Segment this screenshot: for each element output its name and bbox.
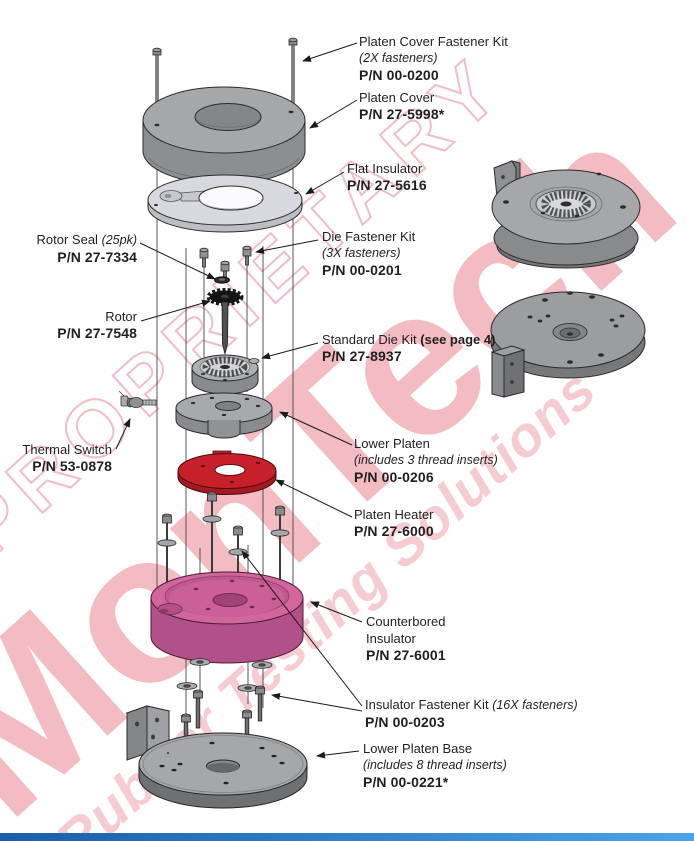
part-title-text: Standard Die Kit	[322, 332, 417, 347]
part-number: P/N 27-6001	[366, 647, 446, 663]
part-number: P/N 00-0200	[359, 67, 439, 83]
part-title: Platen Heater	[354, 507, 434, 522]
label-platen-cover-fastener-kit: Platen Cover Fastener Kit (2X fasteners)…	[359, 33, 508, 84]
part-title: Platen Cover Fastener Kit	[359, 34, 508, 49]
label-standard-die-kit: Standard Die Kit (see page 4) P/N 27-893…	[322, 331, 495, 365]
label-counterbored-insulator: Counterbored Insulator P/N 27-6001	[366, 613, 446, 664]
part-title: Rotor Seal (25pk)	[20, 231, 137, 249]
flat-insulator-part	[147, 174, 303, 233]
label-lower-platen: Lower Platen (includes 3 thread inserts)…	[354, 435, 498, 486]
part-number: P/N 00-0201	[322, 262, 402, 278]
die-fastener-bolts	[199, 245, 252, 281]
platen-heater-part	[177, 450, 277, 495]
part-title: Standard Die Kit (see page 4)	[322, 331, 495, 348]
thermal-switch-part	[118, 390, 157, 408]
part-note: (25pk)	[101, 233, 137, 247]
label-lower-platen-base: Lower Platen Base (includes 8 thread ins…	[363, 740, 507, 791]
part-number: P/N 00-0206	[354, 469, 434, 485]
part-title: Insulator Fastener Kit (16X fasteners)	[365, 696, 578, 714]
part-title: Lower Platen Base	[363, 741, 473, 756]
footer-accent-bar	[0, 833, 694, 841]
part-number: P/N 00-0203	[365, 714, 445, 730]
assembled-view-top	[491, 160, 641, 269]
part-number: P/N 53-0878	[32, 458, 112, 474]
part-title-text: Insulator Fastener Kit	[365, 697, 489, 712]
part-note: (includes 8 thread inserts)	[363, 758, 507, 772]
part-number: P/N 27-8937	[322, 348, 402, 364]
part-title: Counterbored	[366, 614, 446, 629]
standard-die-part	[191, 354, 260, 395]
label-flat-insulator: Flat Insulator P/N 27-5616	[347, 160, 427, 194]
part-number: P/N 27-7548	[57, 325, 137, 341]
part-number: P/N 27-5616	[347, 177, 427, 193]
part-title: Platen Cover	[359, 90, 435, 105]
leader-lines	[115, 42, 363, 759]
part-title: Rotor	[105, 309, 137, 324]
part-title: Insulator	[366, 631, 416, 646]
part-title: Flat Insulator	[347, 161, 423, 176]
rotor-part	[206, 288, 244, 355]
label-die-fastener-kit: Die Fastener Kit (3X fasteners) P/N 00-0…	[322, 228, 415, 279]
assembled-view-bottom	[490, 291, 646, 398]
label-rotor-seal: Rotor Seal (25pk) P/N 27-7334	[20, 231, 137, 266]
part-note: (2X fasteners)	[359, 51, 438, 65]
label-platen-heater: Platen Heater P/N 27-6000	[354, 506, 434, 540]
lower-platen-part	[175, 392, 273, 439]
label-insulator-fastener-kit: Insulator Fastener Kit (16X fasteners) P…	[365, 696, 578, 731]
part-note: (see page 4)	[420, 332, 496, 347]
part-note: (16X fasteners)	[492, 698, 578, 712]
part-note: (3X fasteners)	[322, 246, 401, 260]
part-title-text: Rotor Seal	[36, 232, 98, 247]
label-thermal-switch: Thermal Switch P/N 53-0878	[8, 441, 112, 475]
label-rotor: Rotor P/N 27-7548	[20, 308, 137, 342]
platen-cover-part	[142, 86, 306, 185]
part-title: Lower Platen	[354, 436, 430, 451]
platen-cover-fastener-screws	[152, 37, 298, 116]
part-number: P/N 27-6000	[354, 523, 434, 539]
lower-platen-base-part	[138, 732, 308, 809]
rotor-seal-part	[214, 276, 230, 284]
part-number: P/N 27-5998*	[359, 106, 445, 122]
insulator-fastener-washers-lower	[176, 658, 273, 692]
label-platen-cover: Platen Cover P/N 27-5998*	[359, 89, 444, 123]
part-number: P/N 27-7334	[57, 249, 137, 265]
counterbored-insulator-part	[150, 571, 304, 664]
part-title: Die Fastener Kit	[322, 229, 416, 244]
part-note: (includes 3 thread inserts)	[354, 453, 498, 467]
part-title: Thermal Switch	[22, 442, 112, 457]
part-number: P/N 00-0221*	[363, 774, 449, 790]
